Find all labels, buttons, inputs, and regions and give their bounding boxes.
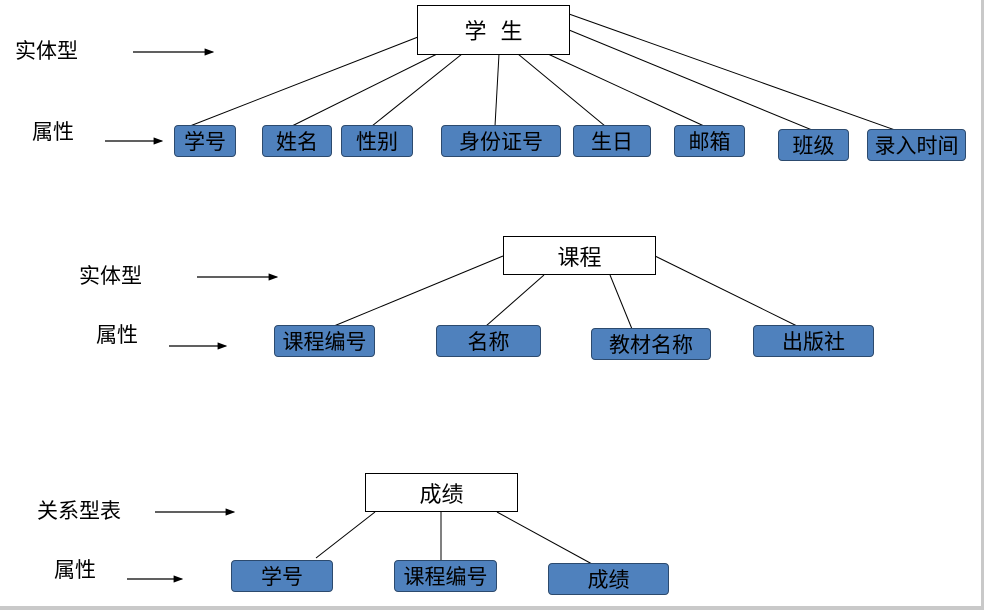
connector-1-3 — [371, 53, 463, 127]
attribute-2-1: 课程编号 — [274, 325, 375, 357]
attribute-1-5: 生日 — [573, 125, 651, 157]
connector-2-1 — [333, 255, 504, 327]
attribute-3-3: 成绩 — [548, 563, 669, 595]
connector-2-2 — [485, 274, 545, 327]
connector-1-6 — [547, 53, 705, 127]
connector-1-8 — [568, 13, 896, 131]
attribute-label-2: 属性 — [96, 323, 138, 347]
attribute-2-2: 名称 — [436, 325, 541, 357]
attribute-1-1: 学号 — [174, 125, 236, 157]
entity-type-label-1: 实体型 — [15, 39, 78, 63]
connector-3-3 — [496, 511, 593, 565]
connector-1-1 — [189, 36, 419, 127]
entity-student: 学 生 — [417, 5, 570, 55]
connector-1-2 — [291, 53, 438, 127]
attribute-1-2: 姓名 — [262, 125, 332, 157]
attribute-2-3: 教材名称 — [591, 328, 711, 360]
attribute-1-4: 身份证号 — [441, 125, 561, 157]
connector-2-3 — [609, 274, 633, 330]
relation-score: 成绩 — [365, 473, 518, 512]
relation-type-label-3: 关系型表 — [37, 499, 121, 523]
connector-3-1 — [315, 511, 376, 559]
connector-2-4 — [654, 255, 798, 327]
attribute-1-8: 录入时间 — [867, 129, 966, 161]
attribute-label-3: 属性 — [54, 558, 96, 582]
attribute-3-1: 学号 — [231, 560, 333, 592]
attribute-1-7: 班级 — [778, 129, 849, 161]
connector-1-5 — [517, 53, 606, 127]
attribute-1-3: 性别 — [341, 125, 413, 157]
entity-course: 课程 — [503, 236, 656, 275]
connector-1-4 — [494, 53, 500, 127]
entity-type-label-2: 实体型 — [79, 264, 142, 288]
connector-1-7 — [568, 29, 813, 131]
attribute-1-6: 邮箱 — [674, 125, 745, 157]
attribute-label-1: 属性 — [32, 120, 74, 144]
attribute-2-4: 出版社 — [753, 325, 874, 357]
attribute-3-2: 课程编号 — [394, 560, 497, 592]
